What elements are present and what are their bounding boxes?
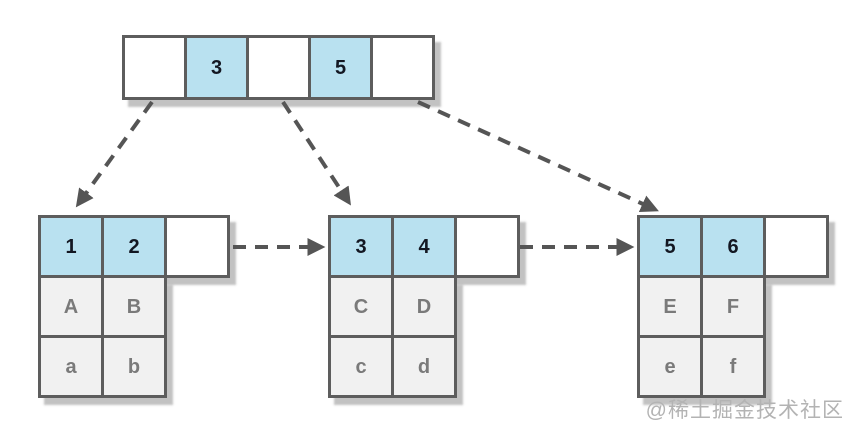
arrow-root-to-leaf-1 [75,100,154,208]
leaf-2-records: C D c d [328,278,457,398]
arrow-root-to-leaf-3 [417,100,659,212]
leaf-2-key-4: 4 [394,218,454,275]
leaf-2-key-row: 3 4 [328,215,520,278]
arrow-root-to-leaf-2 [281,100,351,206]
leaf-1-record-A: A [41,278,101,335]
leaf-1-records: A B a b [38,278,167,398]
root-cell-key-3: 3 [187,38,246,97]
leaf-3-key-6: 6 [703,218,763,275]
leaf-2-record-C: C [331,278,391,335]
leaf-2-record-c: c [331,338,391,395]
leaf-3-key-row: 5 6 [637,215,829,278]
leaf-1-record-a: a [41,338,101,395]
leaf-node-3: 5 6 E F e f [637,215,829,398]
leaf-1-key-2: 2 [104,218,164,275]
watermark-text: @稀土掘金技术社区 [645,399,844,422]
leaf-3-record-e: e [640,338,700,395]
leaf-2-key-empty [457,218,517,275]
leaf-3-key-empty [766,218,826,275]
leaf-node-1: 1 2 A B a b [38,215,230,398]
leaf-2-record-D: D [394,278,454,335]
leaf-3-record-f: f [703,338,763,395]
leaf-3-records: E F e f [637,278,766,398]
leaf-3-key-5: 5 [640,218,700,275]
root-cell-empty [249,38,308,97]
leaf-2-key-3: 3 [331,218,391,275]
root-cell-key-5: 5 [311,38,370,97]
leaf-1-key-row: 1 2 [38,215,230,278]
root-cell-empty [125,38,184,97]
root-node: 3 5 [122,35,435,100]
leaf-1-record-B: B [104,278,164,335]
leaf-1-record-b: b [104,338,164,395]
leaf-1-key-1: 1 [41,218,101,275]
leaf-1-key-empty [167,218,227,275]
leaf-3-record-F: F [703,278,763,335]
leaf-3-record-E: E [640,278,700,335]
root-cell-empty [373,38,432,97]
leaf-node-2: 3 4 C D c d [328,215,520,398]
leaf-2-record-d: d [394,338,454,395]
